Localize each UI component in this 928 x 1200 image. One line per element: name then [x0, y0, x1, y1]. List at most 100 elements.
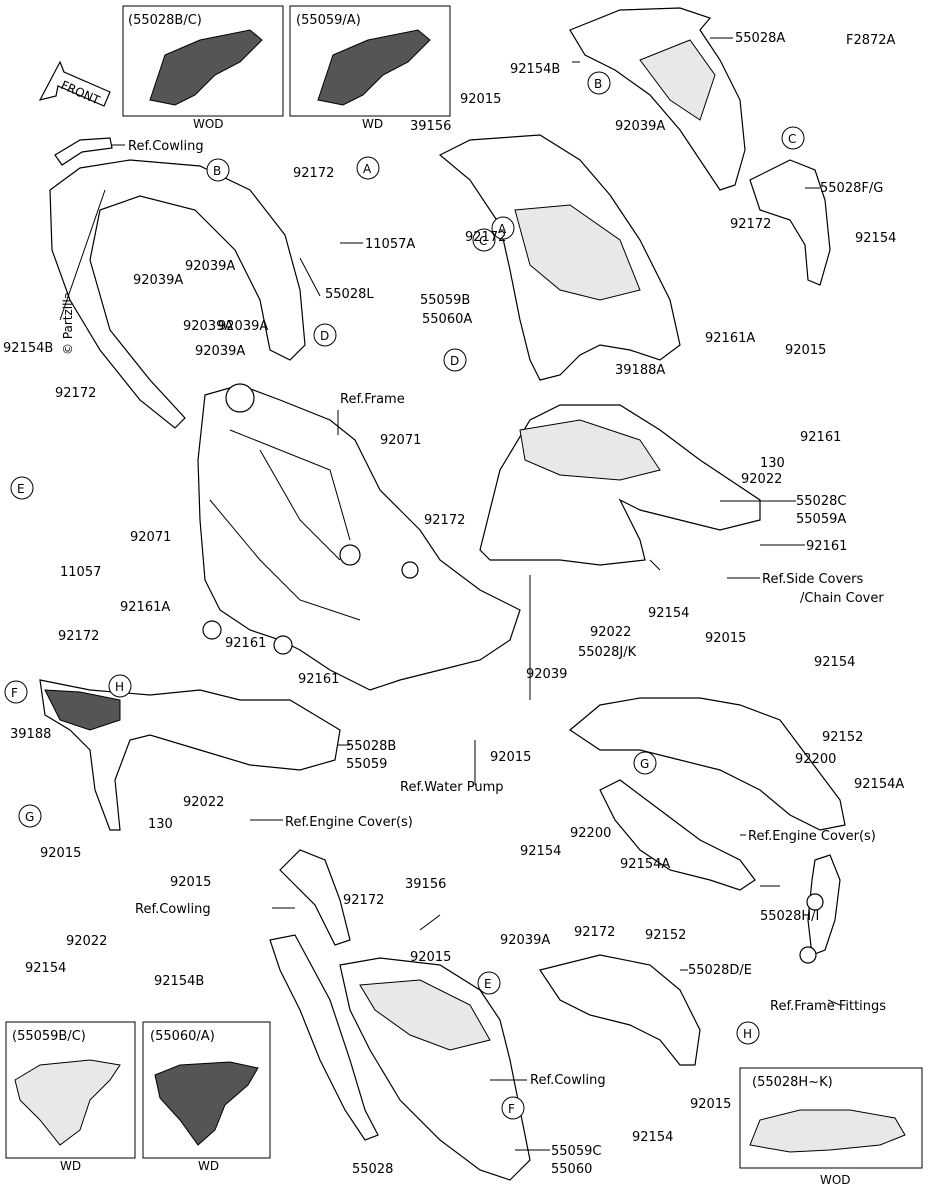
inset-caption: WD: [60, 1159, 81, 1173]
ref-frame-fittings: Ref.Frame Fittings: [770, 999, 886, 1014]
svg-text:92039A: 92039A: [195, 344, 245, 359]
bracket-cowling-lower: [279, 849, 351, 946]
svg-text:39188: 39188: [10, 727, 51, 742]
panel-55028DE: [539, 954, 701, 1066]
svg-text:55028C: 55028C: [796, 494, 846, 509]
bracket-55028FG: [749, 159, 831, 286]
svg-text:92015: 92015: [410, 950, 451, 965]
inset-caption: WD: [362, 117, 383, 131]
svg-text:92039A: 92039A: [218, 319, 268, 334]
svg-text:92172: 92172: [574, 925, 615, 940]
svg-text:92039: 92039: [526, 667, 567, 682]
svg-text:55059C: 55059C: [551, 1144, 601, 1159]
ref-cowling-mid: Ref.Cowling: [135, 902, 211, 917]
svg-text:55028A: 55028A: [735, 31, 785, 46]
svg-text:B: B: [213, 164, 221, 178]
figure-code: F2872A: [846, 33, 896, 48]
inset-55028BC: (55028B/C) WOD: [122, 5, 284, 131]
svg-text:92172: 92172: [424, 513, 465, 528]
panel-55059B: [438, 134, 681, 381]
svg-text:F: F: [508, 1102, 515, 1116]
svg-text:E: E: [484, 977, 492, 991]
svg-text:92154: 92154: [855, 231, 896, 246]
inset-55059A: (55059/A) WD: [289, 5, 451, 131]
svg-text:92154: 92154: [814, 655, 855, 670]
inset-55028HK: (55028H~K) WOD: [739, 1067, 923, 1187]
svg-text:92172: 92172: [730, 217, 771, 232]
svg-text:C: C: [788, 132, 796, 146]
svg-text:92039A: 92039A: [133, 273, 183, 288]
svg-text:92161: 92161: [800, 430, 841, 445]
svg-text:92015: 92015: [170, 875, 211, 890]
svg-text:92015: 92015: [785, 343, 826, 358]
panel-55028HI: [599, 779, 756, 891]
svg-text:92015: 92015: [460, 92, 501, 107]
svg-text:55028: 55028: [352, 1162, 393, 1177]
svg-text:92161: 92161: [298, 672, 339, 687]
svg-text:92161: 92161: [225, 636, 266, 651]
svg-text:92039A: 92039A: [183, 319, 233, 334]
svg-text:55028J/K: 55028J/K: [578, 645, 637, 660]
svg-text:G: G: [25, 810, 34, 824]
svg-text:92154: 92154: [648, 606, 689, 621]
svg-text:92172: 92172: [465, 230, 506, 245]
svg-text:55028F/G: 55028F/G: [820, 181, 883, 196]
panel-55028B: [39, 679, 341, 831]
callouts: B B C C A A D D E E F F G G H H: [4, 71, 805, 1120]
svg-text:55028D/E: 55028D/E: [688, 963, 752, 978]
panel-55059C: [339, 957, 531, 1181]
svg-text:55059B: 55059B: [420, 293, 470, 308]
inset-code: (55060/A): [150, 1029, 215, 1044]
svg-text:55028L: 55028L: [325, 287, 374, 302]
svg-text:E: E: [17, 482, 25, 496]
svg-text:11057: 11057: [60, 565, 101, 580]
svg-text:92172: 92172: [55, 386, 96, 401]
cowl-55028A: [569, 7, 746, 191]
inset-code: (55028B/C): [128, 13, 202, 28]
svg-text:92154B: 92154B: [3, 341, 53, 356]
inset-caption: WD: [198, 1159, 219, 1173]
ref-engine-cover-left: Ref.Engine Cover(s): [285, 815, 413, 830]
svg-text:92039A: 92039A: [615, 119, 665, 134]
svg-text:39156: 39156: [410, 119, 451, 134]
inset-caption: WOD: [820, 1173, 851, 1187]
svg-text:92015: 92015: [705, 631, 746, 646]
svg-text:92015: 92015: [690, 1097, 731, 1112]
svg-text:A: A: [363, 162, 372, 176]
svg-text:H: H: [743, 1027, 752, 1041]
svg-text:92154: 92154: [632, 1130, 673, 1145]
svg-text:92161A: 92161A: [705, 331, 755, 346]
svg-text:11057A: 11057A: [365, 237, 415, 252]
ref-side-covers: Ref.Side Covers: [762, 572, 864, 587]
ref-frame: Ref.Frame: [340, 392, 405, 407]
svg-text:55060A: 55060A: [422, 312, 472, 327]
svg-text:A: A: [498, 222, 507, 236]
inset-55059BC: (55059B/C) WD: [5, 1021, 136, 1173]
leader-lines: [112, 37, 841, 1151]
inset-55060A: (55060/A) WD: [142, 1021, 271, 1173]
svg-text:92022: 92022: [741, 472, 782, 487]
inset-code: (55028H~K): [752, 1075, 833, 1090]
svg-text:92161A: 92161A: [120, 600, 170, 615]
svg-text:55028B: 55028B: [346, 739, 396, 754]
svg-text:92039A: 92039A: [500, 933, 550, 948]
svg-text:92022: 92022: [590, 625, 631, 640]
svg-text:92154: 92154: [25, 961, 66, 976]
svg-text:92039A: 92039A: [185, 259, 235, 274]
svg-text:92152: 92152: [645, 928, 686, 943]
svg-text:D: D: [450, 354, 459, 368]
svg-text:92154A: 92154A: [620, 857, 670, 872]
inset-caption: WOD: [193, 117, 224, 131]
svg-text:G: G: [640, 757, 649, 771]
svg-text:130: 130: [760, 456, 785, 471]
frame: [197, 383, 521, 691]
svg-text:92154B: 92154B: [510, 62, 560, 77]
svg-text:130: 130: [148, 817, 173, 832]
front-arrow: FRONT: [38, 60, 111, 108]
svg-text:92152: 92152: [822, 730, 863, 745]
svg-text:92200: 92200: [795, 752, 836, 767]
svg-text:55059A: 55059A: [796, 512, 846, 527]
svg-text:F: F: [11, 686, 18, 700]
ref-water-pump: Ref.Water Pump: [400, 780, 504, 795]
